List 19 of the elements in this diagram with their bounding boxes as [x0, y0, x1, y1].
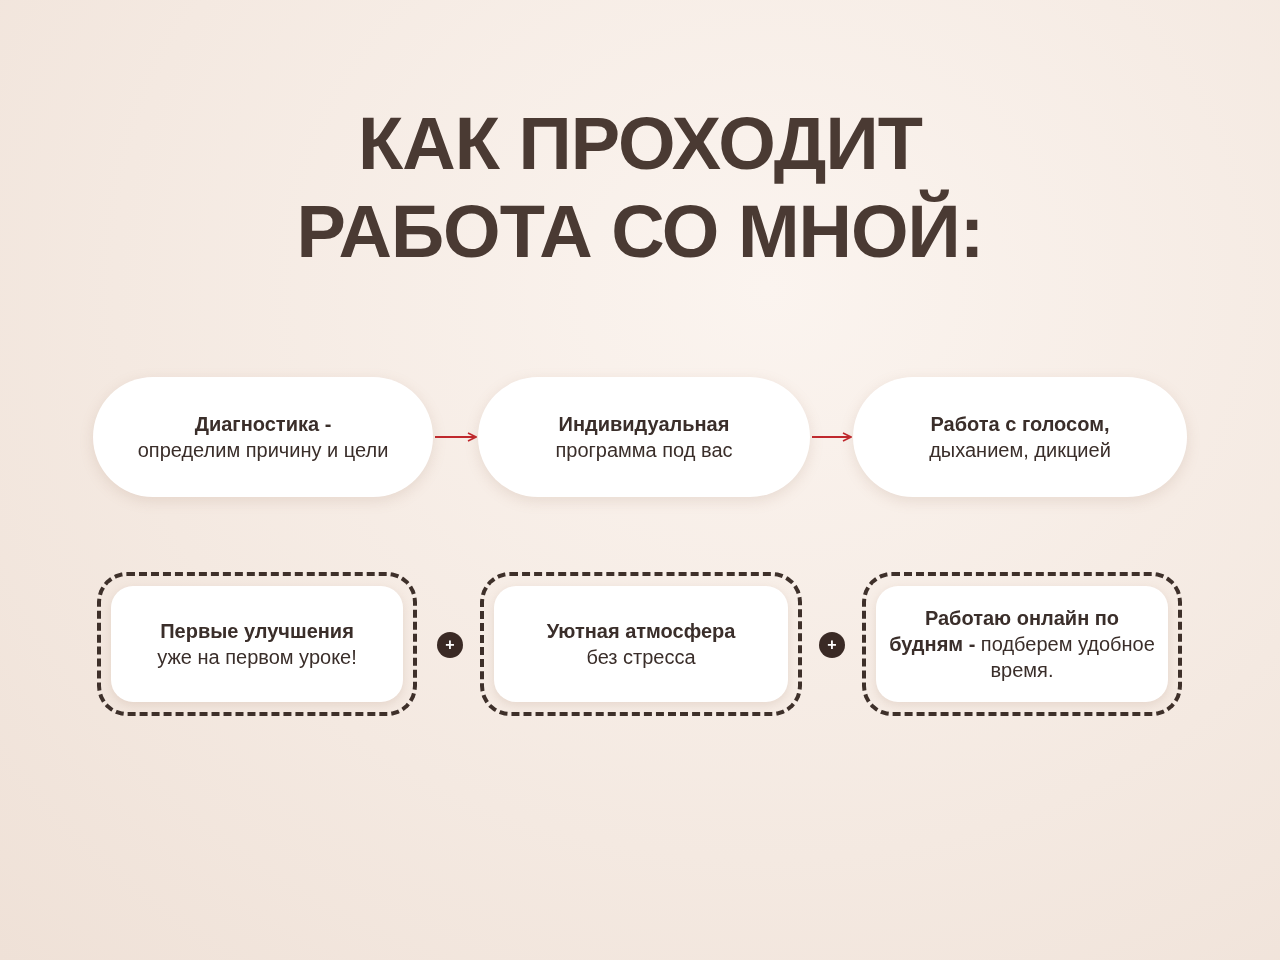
step-text: определим причину и цели [137, 438, 389, 463]
dashed-frame [97, 572, 417, 716]
dashed-frame [862, 572, 1182, 716]
step-heading: Уютная атмосфера [546, 619, 736, 644]
plus-badge: + [819, 632, 845, 658]
step-heading: Работа с голосом, [930, 412, 1110, 437]
step-heading: Первые улучшения [160, 619, 354, 644]
step-text: программа под вас [555, 438, 733, 463]
plus-badge: + [437, 632, 463, 658]
title: КАК ПРОХОДИТ РАБОТА СО МНОЙ: [295, 101, 985, 275]
dashed-frame [480, 572, 802, 716]
step-heading: Работаю онлайн по будням - подберем удобное время. [888, 606, 1156, 683]
step-text: без стресса [586, 645, 696, 670]
step-heading: Индивидуальная [558, 412, 730, 437]
arrow [811, 432, 852, 442]
step-heading: Диагностика - [194, 412, 332, 437]
step-text: уже на первом уроке! [157, 645, 357, 670]
arrow [434, 432, 477, 442]
step-text: дыханием, дикцией [929, 438, 1111, 463]
